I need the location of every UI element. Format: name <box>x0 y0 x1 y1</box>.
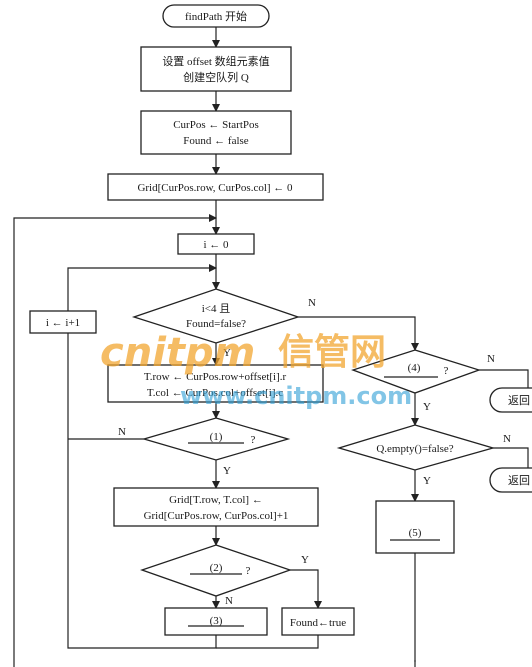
return-terminal-1: 返回 <box>489 387 532 413</box>
init-line-2: 创建空队列 Q <box>183 70 249 84</box>
start-label: findPath 开始 <box>185 9 247 23</box>
qempty-diamond: Q.empty()=false? <box>336 424 496 471</box>
i-init-label: i ← 0 <box>203 239 229 251</box>
blank4-question: ? <box>444 365 449 377</box>
blank4-label: (4) <box>408 362 421 374</box>
blank4-yes-label: Y <box>423 401 431 413</box>
found-true-box: Found←true <box>281 607 355 636</box>
qempty-no-label: N <box>503 433 511 445</box>
blank2-question: ? <box>246 565 251 577</box>
i-increment-box: i ← i+1 <box>29 310 97 334</box>
grid-init-label: Grid[CurPos.row, CurPos.col] ← 0 <box>137 182 293 194</box>
curpos-box: CurPos ← StartPos Found ← false <box>140 110 292 155</box>
trow-label: T.row ← CurPos.row+offset[i].r <box>144 371 287 383</box>
blank2-yes-label: Y <box>301 554 309 566</box>
grid-set-line-2: Grid[CurPos.row, CurPos.col]+1 <box>144 510 289 522</box>
found-true-label: Found←true <box>290 617 346 629</box>
blank5-label: (5) <box>409 527 422 539</box>
grid-set-box: Grid[T.row, T.col] ← Grid[CurPos.row, Cu… <box>113 487 319 527</box>
blank1-diamond: (1) ? <box>141 417 291 461</box>
curpos-line-2: Found ← false <box>183 135 249 147</box>
blank3-box: (3) <box>164 607 268 636</box>
blank3-label: (3) <box>210 615 223 627</box>
return-1-label: 返回 <box>508 394 530 407</box>
init-box: 设置 offset 数组元素值 创建空队列 Q <box>140 46 292 92</box>
start-terminal: findPath 开始 <box>162 4 270 28</box>
blank1-question: ? <box>251 434 256 446</box>
init-line-1: 设置 offset 数组元素值 <box>162 54 269 68</box>
connector-lines <box>13 27 529 667</box>
branch-labels: N Y N Y Y N N Y N Y <box>118 297 511 607</box>
i-init-box: i ← 0 <box>177 233 255 255</box>
grid-init-box: Grid[CurPos.row, CurPos.col] ← 0 <box>107 173 324 201</box>
qempty-label: Q.empty()=false? <box>376 443 453 455</box>
watermark-url: www.cnitpm.com <box>180 382 412 410</box>
watermark-brand: cnitpm <box>100 330 255 376</box>
loop-condition-diamond: i<4 且 Found=false? <box>131 288 301 344</box>
i-increment-label: i ← i+1 <box>46 317 80 329</box>
loop-no-label: N <box>308 297 316 309</box>
qempty-yes-label: Y <box>423 475 431 487</box>
blank2-no-label: N <box>225 595 233 607</box>
t-assign-box: T.row ← CurPos.row+offset[i].r T.col ← C… <box>107 364 324 403</box>
loop-cond-line-1: i<4 且 <box>202 303 231 315</box>
blank2-diamond: (2) ? <box>140 544 292 597</box>
loop-cond-line-2: Found=false? <box>186 318 246 330</box>
loop-yes-label: Y <box>223 347 231 359</box>
watermark: cnitpm 信管网 www.cnitpm.com <box>100 330 412 410</box>
blank4-no-label: N <box>487 353 495 365</box>
return-terminal-2: 返回 <box>489 467 532 493</box>
blank5-box: (5) <box>375 500 455 554</box>
tcol-label: T.col ← CurPos.col+offset[i].c <box>147 387 283 399</box>
blank1-label: (1) <box>210 431 223 443</box>
blank1-yes-label: Y <box>223 465 231 477</box>
grid-set-line-1: Grid[T.row, T.col] ← <box>169 494 263 506</box>
curpos-line-1: CurPos ← StartPos <box>173 119 259 131</box>
watermark-cn: 信管网 <box>278 332 386 373</box>
blank4-diamond: (4) ? <box>351 349 482 394</box>
return-2-label: 返回 <box>508 474 530 487</box>
blank1-no-label: N <box>118 426 126 438</box>
blank2-label: (2) <box>210 562 223 574</box>
